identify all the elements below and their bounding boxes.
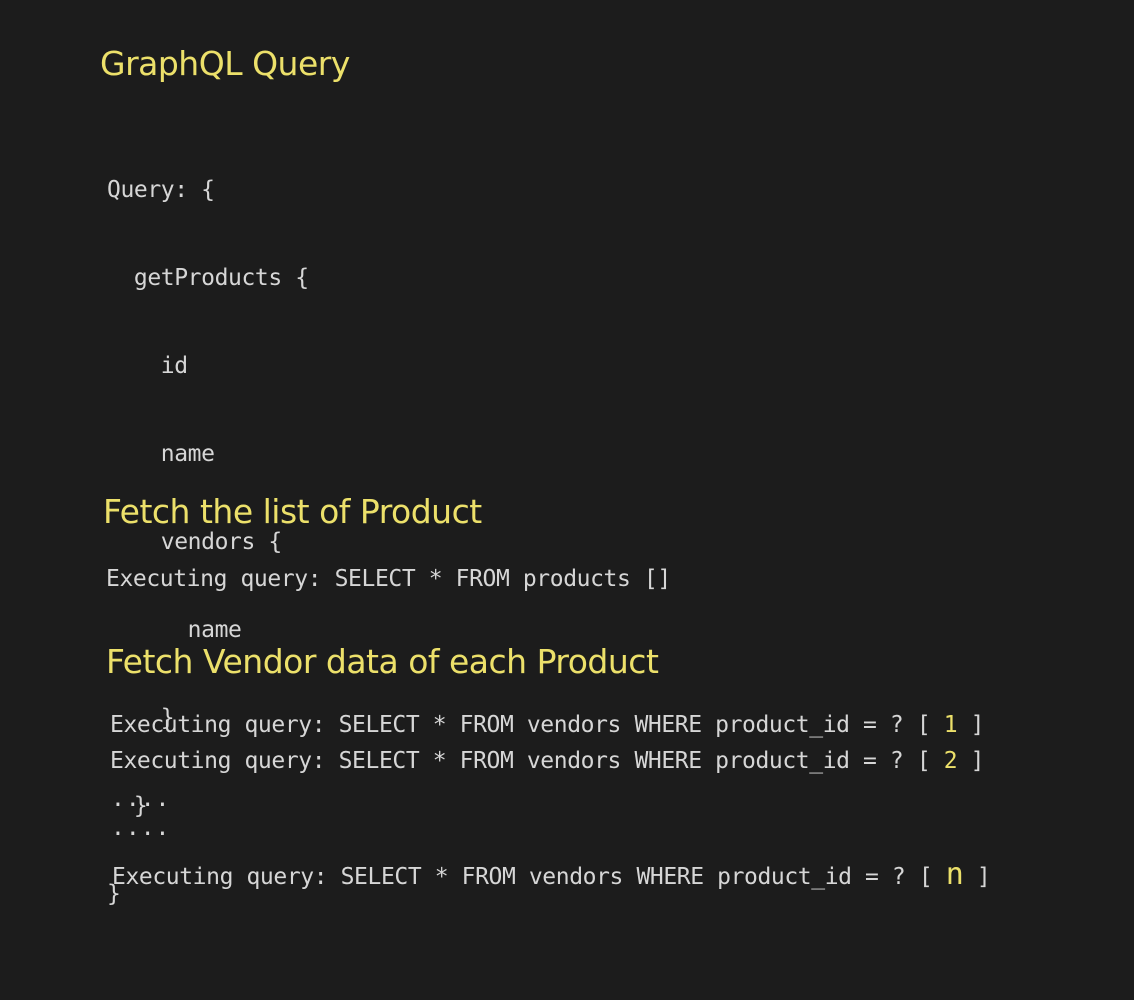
ellipsis-1: .... <box>111 786 171 812</box>
product-id-value: n <box>945 857 964 892</box>
ellipsis-2: .... <box>111 815 171 841</box>
vendors-query-log-2: Executing query: SELECT * FROM vendors W… <box>110 743 984 779</box>
products-query-log: Executing query: SELECT * FROM products … <box>106 566 671 592</box>
log-suffix: ] <box>963 864 991 890</box>
graphql-query-code: Query: { getProducts { id name vendors {… <box>107 120 309 964</box>
code-line: name <box>107 441 215 467</box>
vendors-query-log-n: Executing query: SELECT * FROM vendors W… <box>112 857 991 895</box>
code-line: } <box>107 881 121 907</box>
log-prefix: Executing query: SELECT * FROM vendors W… <box>110 748 944 774</box>
log-suffix: ] <box>957 712 985 738</box>
product-id-value: 2 <box>943 748 958 774</box>
code-line: } <box>107 793 148 819</box>
vendors-query-log-1: Executing query: SELECT * FROM vendors W… <box>110 707 984 743</box>
fetch-products-heading: Fetch the list of Product <box>103 492 482 531</box>
log-suffix: ] <box>957 748 985 774</box>
graphql-query-heading: GraphQL Query <box>100 44 350 83</box>
product-id-value: 1 <box>943 712 958 738</box>
code-line: } <box>107 705 175 731</box>
log-prefix: Executing query: SELECT * FROM vendors W… <box>110 712 944 738</box>
code-line: Query: { <box>107 177 215 203</box>
code-line: name <box>107 617 242 643</box>
code-line: id <box>107 353 188 379</box>
log-prefix: Executing query: SELECT * FROM vendors W… <box>112 864 946 890</box>
code-line: vendors { <box>107 529 282 555</box>
fetch-vendors-heading: Fetch Vendor data of each Product <box>106 642 659 681</box>
code-line: getProducts { <box>107 265 309 291</box>
